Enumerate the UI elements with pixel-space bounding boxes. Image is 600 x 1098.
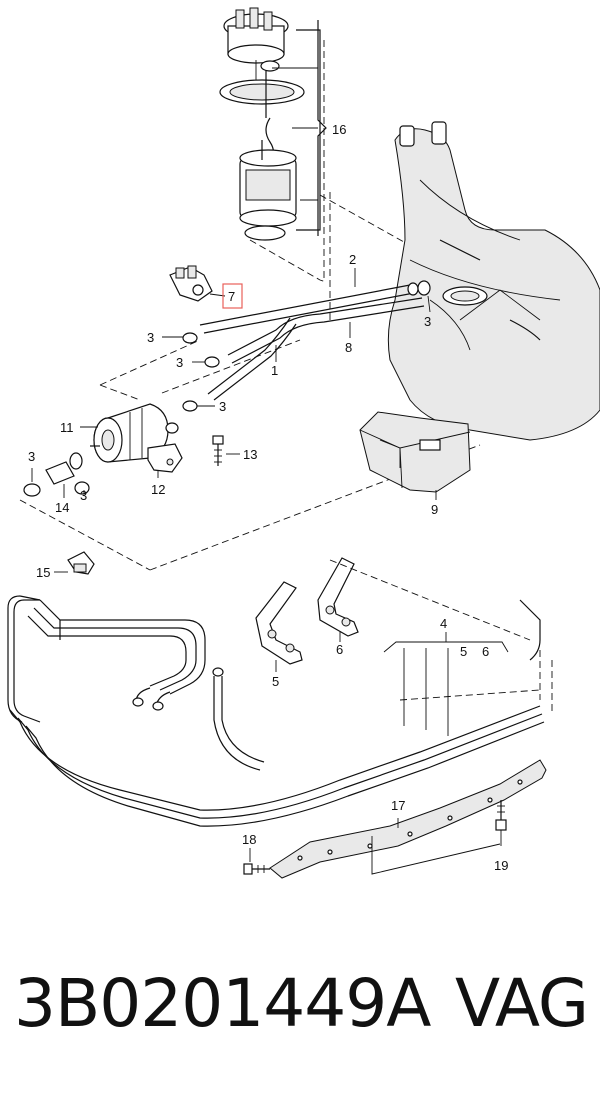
callout-3-f: 3 <box>80 488 87 503</box>
bolt-18 <box>243 863 270 875</box>
clip-6 <box>317 557 359 637</box>
callout-3-b: 3 <box>176 355 183 370</box>
callout-1: 1 <box>271 363 278 378</box>
callout-4: 4 <box>440 616 447 631</box>
callout-19: 19 <box>494 858 508 873</box>
callout-13: 13 <box>243 447 257 462</box>
callout-3-d: 3 <box>424 314 431 329</box>
brand-name: VAG <box>455 965 589 1042</box>
bolt-19 <box>495 800 507 831</box>
callout-11: 11 <box>60 420 74 435</box>
fuel-line-8 <box>227 297 423 356</box>
callout-17: 17 <box>391 798 405 813</box>
callout-3-e: 3 <box>28 449 35 464</box>
bracket-16 <box>317 20 327 236</box>
filter-bracket-12 <box>147 443 183 473</box>
caption-bar: 3B0201449A VAG <box>0 965 600 1075</box>
callout-6-b: 6 <box>482 644 489 659</box>
callout-8: 8 <box>345 340 352 355</box>
part-number: 3B0201449A <box>14 965 431 1042</box>
bracket-9 <box>359 411 471 493</box>
hose-clamp <box>182 280 431 412</box>
callout-16: 16 <box>332 122 346 137</box>
hose-14 <box>23 452 90 497</box>
callout-18: 18 <box>242 832 256 847</box>
callout-6-a: 6 <box>336 642 343 657</box>
callout-14: 14 <box>55 500 69 515</box>
fuel-system-exploded-diagram: 16 2 8 1 3 3 3 3 <box>7 7 600 879</box>
fuel-tank <box>387 121 600 441</box>
callout-7: 7 <box>228 289 235 304</box>
callout-5-a: 5 <box>272 674 279 689</box>
callout-5-b: 5 <box>460 644 467 659</box>
callout-7-highlight-box <box>222 283 243 309</box>
callout-3-a: 3 <box>147 330 154 345</box>
fuel-line-2 <box>199 284 411 326</box>
callout-3-c: 3 <box>219 399 226 414</box>
fuel-pump-assembly <box>219 7 321 241</box>
callout-12: 12 <box>151 482 165 497</box>
fuel-line-1 <box>207 317 291 395</box>
clip-15 <box>67 551 95 575</box>
bolt-13 <box>212 435 224 466</box>
valve-7 <box>169 265 213 302</box>
callout-2: 2 <box>349 252 356 267</box>
callout-15: 15 <box>36 565 50 580</box>
clip-5 <box>255 581 303 665</box>
fuel-line-bundle <box>7 595 545 827</box>
callout-9: 9 <box>431 502 438 517</box>
